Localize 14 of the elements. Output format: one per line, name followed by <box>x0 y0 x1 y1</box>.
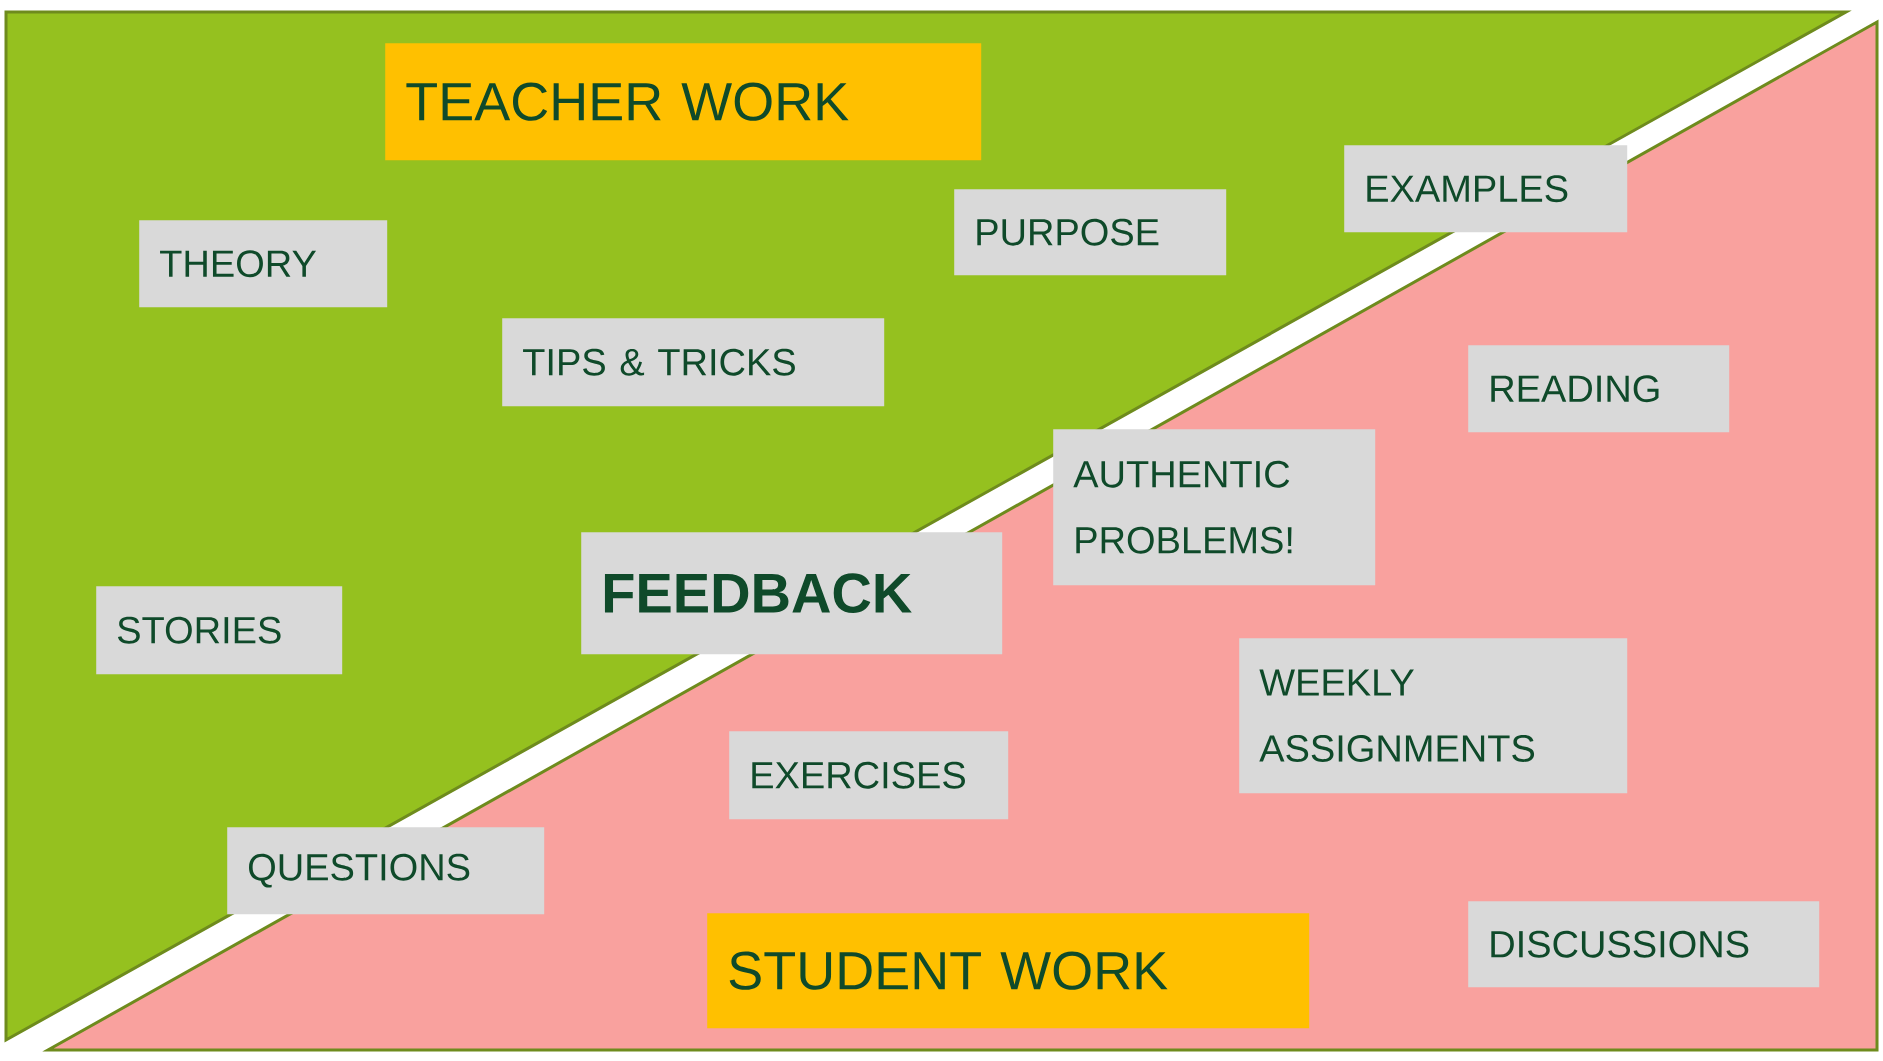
text-box: READING <box>1468 345 1730 433</box>
text-box: EXERCISES <box>729 731 1009 820</box>
text-box: DISCUSSIONS <box>1468 901 1820 988</box>
text-box: THEORY <box>139 220 388 308</box>
heading-label: STUDENT WORK <box>707 913 1310 1029</box>
heading-label: TEACHER WORK <box>385 43 982 161</box>
text-box: AUTHENTIC PROBLEMS! <box>1053 429 1376 586</box>
text-box: WEEKLY ASSIGNMENTS <box>1239 638 1628 794</box>
text-box: EXAMPLES <box>1344 145 1628 233</box>
text-box: QUESTIONS <box>227 827 545 915</box>
text-box: PURPOSE <box>954 189 1227 276</box>
text-box: STORIES <box>96 586 343 675</box>
text-box: FEEDBACK <box>581 532 1003 655</box>
text-box: TIPS & TRICKS <box>502 318 885 407</box>
